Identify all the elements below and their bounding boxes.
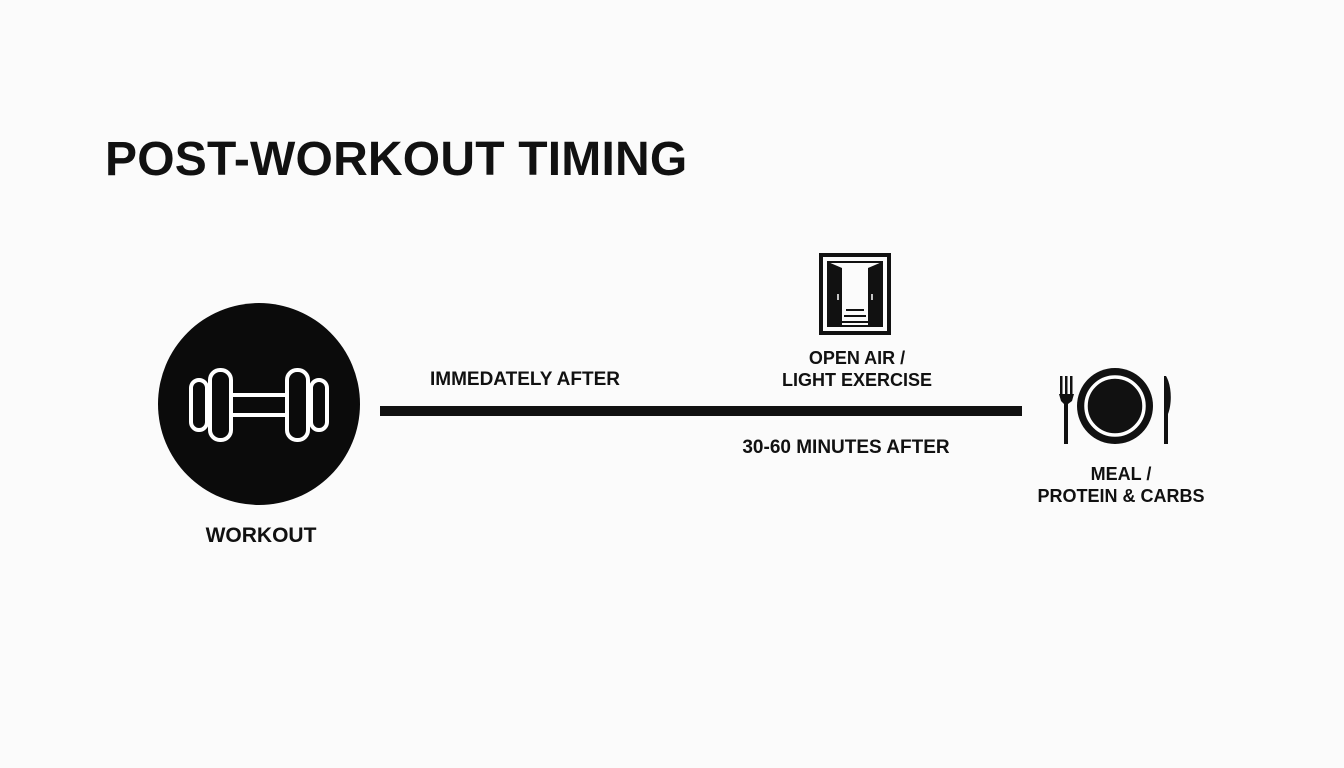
plate-fork-knife-icon (1059, 368, 1171, 444)
timeline-label-30-60-minutes: 30-60 MINUTES AFTER (742, 437, 950, 458)
dumbbell-icon (189, 368, 329, 442)
meal-label-line2: PROTEIN & CARBS (1037, 485, 1205, 506)
open-air-label-line1: OPEN AIR / (808, 348, 906, 368)
open-air-label: OPEN AIR / LIGHT EXERCISE (757, 348, 957, 391)
meal-label-line1: MEAL / (1090, 464, 1152, 484)
meal-label: MEAL / PROTEIN & CARBS (1021, 464, 1221, 507)
workout-label: WORKOUT (205, 524, 317, 547)
plate-icon (1077, 368, 1153, 444)
open-door-icon (819, 253, 891, 335)
open-air-label-line2: LIGHT EXERCISE (781, 369, 933, 390)
diagram-title: POST-WORKOUT TIMING (105, 133, 688, 186)
knife-icon (1164, 376, 1171, 444)
workout-node-circle (158, 303, 360, 505)
fork-icon (1059, 376, 1074, 444)
timeline-label-immediately: IMMEDATELY AFTER (429, 369, 620, 390)
workout-node (158, 303, 360, 505)
timeline-line (380, 406, 1022, 416)
